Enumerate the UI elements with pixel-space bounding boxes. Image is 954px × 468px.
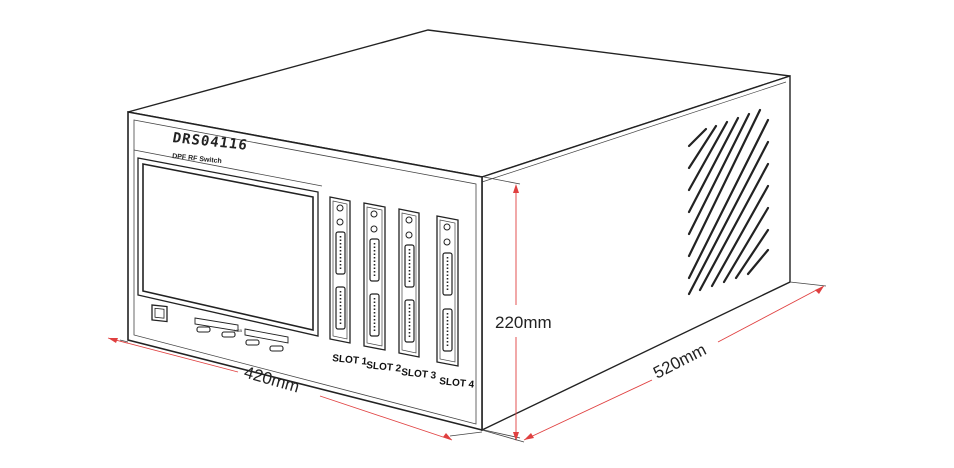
slot-2-module bbox=[363, 202, 386, 351]
height-label: 220mm bbox=[495, 313, 552, 332]
slot-4-connector-top[interactable] bbox=[442, 252, 453, 296]
slot-4-connector-bottom[interactable] bbox=[442, 308, 453, 352]
slot-3-label: SLOT 3 bbox=[401, 367, 437, 382]
slot-1-connector-top[interactable] bbox=[335, 231, 346, 275]
slot-1-label: SLOT 1 bbox=[332, 353, 368, 368]
vent-slots bbox=[687, 108, 770, 296]
slot-1-module bbox=[329, 196, 351, 344]
slot-2-connector-bottom[interactable] bbox=[369, 293, 380, 337]
usb-port-4[interactable] bbox=[269, 345, 284, 352]
slot-2-connector-top[interactable] bbox=[369, 238, 380, 282]
slot-1-connector-bottom[interactable] bbox=[335, 286, 346, 330]
usb-port-2[interactable] bbox=[221, 331, 236, 338]
slot-4-label: SLOT 4 bbox=[439, 376, 475, 391]
power-button[interactable] bbox=[151, 304, 168, 323]
usb-label: USB bbox=[234, 328, 243, 333]
usb-port-1[interactable] bbox=[196, 326, 211, 333]
height-dimension: 220mm bbox=[483, 176, 552, 441]
slot-3-module bbox=[398, 208, 420, 358]
model-name: DRS04116 bbox=[171, 130, 249, 154]
slot-3-connector-bottom[interactable] bbox=[404, 299, 415, 343]
slot-4-module bbox=[436, 215, 459, 367]
usb-port-panel: USB bbox=[194, 317, 289, 352]
slot-2-label: SLOT 2 bbox=[366, 360, 402, 375]
depth-label: 520mm bbox=[650, 340, 709, 383]
display-screen bbox=[142, 163, 314, 332]
usb-port-3[interactable] bbox=[245, 339, 260, 346]
slot-3-connector-top[interactable] bbox=[404, 244, 415, 288]
